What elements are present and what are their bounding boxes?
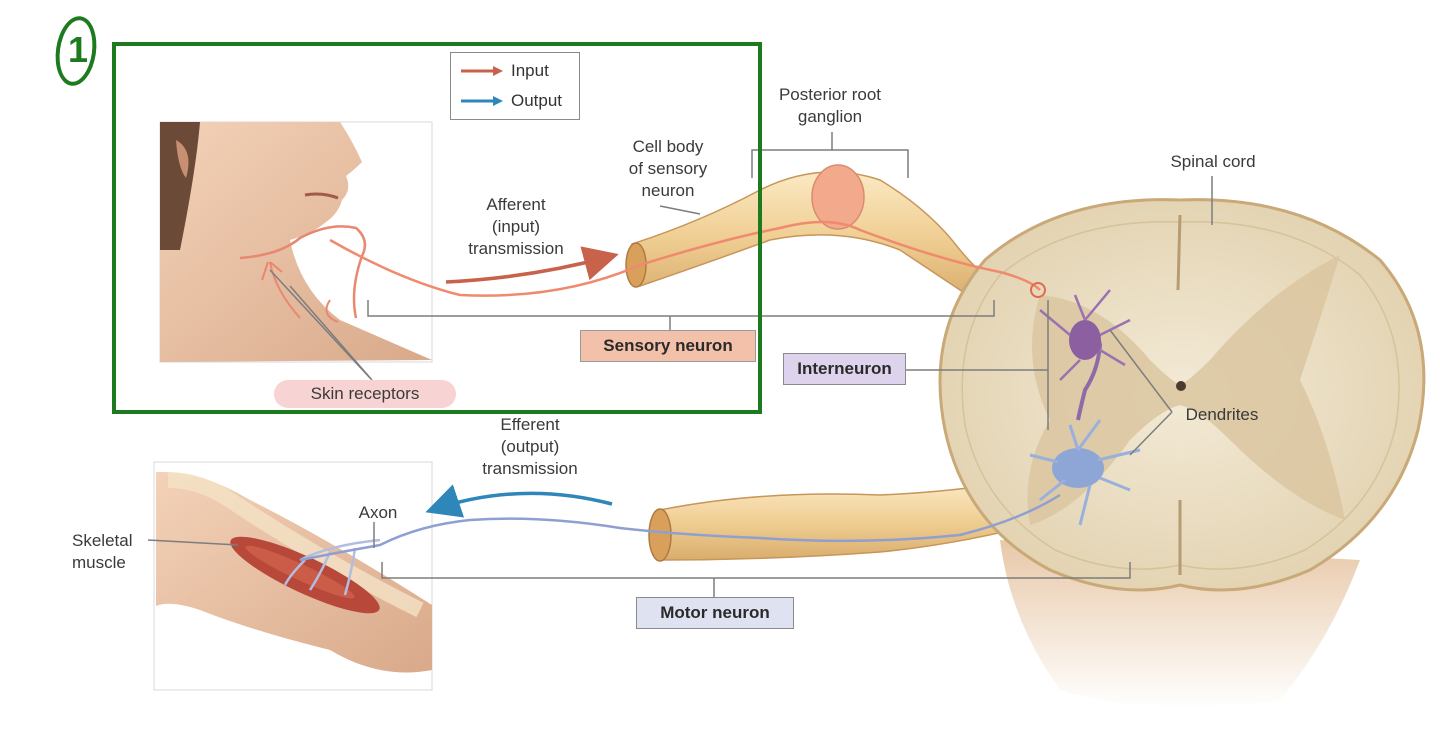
dendrites-label: Dendrites [1185, 405, 1259, 424]
ganglion-cell-body [811, 164, 865, 230]
legend-input-label: Input [511, 61, 549, 80]
sensory-neuron-label: Sensory neuron [580, 330, 756, 362]
leader-lines [147, 132, 1213, 598]
legend-input: Input [459, 59, 549, 83]
axon-label: Axon [358, 503, 398, 522]
posterior-root-cut-end [625, 242, 647, 288]
efferent-line-2: (output) [500, 437, 560, 456]
spinal-cord-label: Spinal cord [1170, 152, 1256, 171]
cell-body-line-2: of sensory [628, 159, 708, 178]
legend: Input Output [450, 52, 580, 120]
posterior-root-ganglion-line-1: Posterior root [778, 85, 882, 104]
sensory-fiber [329, 220, 1041, 297]
afferent-line-1: Afferent [486, 195, 546, 214]
anterior-root-cut-end [648, 508, 672, 562]
efferent-line-3: transmission [482, 459, 578, 478]
output-arrow-icon [461, 96, 503, 106]
cell-body-line-1: Cell body [632, 137, 704, 156]
afferent-arrow [445, 246, 619, 284]
efferent-arrow [425, 484, 613, 518]
motor-neuron-label: Motor neuron [636, 597, 794, 629]
afferent-line-3: transmission [468, 239, 564, 258]
annotation-number: 1 [67, 29, 89, 70]
legend-output-label: Output [511, 91, 563, 110]
afferent-line-2: (input) [491, 217, 541, 236]
skeletal-muscle-line-1: Skeletal [72, 531, 133, 550]
skin-receptors-label: Skin receptors [274, 380, 456, 408]
interneuron-cell [1039, 289, 1131, 421]
cell-body-line-3: neuron [641, 181, 695, 200]
legend-output: Output [459, 89, 562, 113]
posterior-root-ganglion-line-2: ganglion [797, 107, 863, 126]
face-illustration [159, 121, 433, 363]
anterior-root-nerve [659, 481, 1021, 561]
efferent-label: Efferent (output) transmission [460, 414, 600, 480]
cell-body-label: Cell body of sensory neuron [608, 136, 728, 202]
posterior-root-ganglion-label: Posterior root ganglion [745, 84, 915, 128]
skeletal-muscle-line-2: muscle [72, 553, 126, 572]
skeletal-muscle-label: Skeletal muscle [72, 530, 162, 574]
efferent-line-1: Efferent [500, 415, 560, 434]
arm-illustration [153, 461, 433, 691]
afferent-label: Afferent (input) transmission [446, 194, 586, 260]
motor-fiber [299, 493, 1061, 562]
interneuron-label: Interneuron [783, 353, 906, 385]
motor-neuron-cell [1029, 419, 1141, 526]
highlight-frame [112, 42, 762, 414]
spinal-cord-cross-section [938, 198, 1426, 592]
input-arrow-icon [461, 66, 503, 76]
